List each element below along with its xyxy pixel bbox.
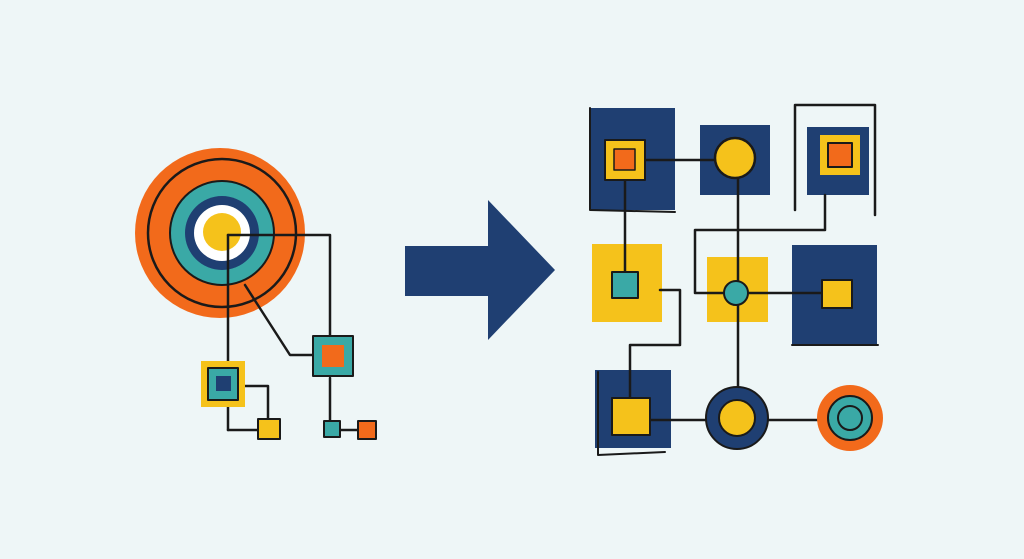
left-cluster (135, 148, 377, 440)
black-ring (146, 157, 298, 309)
right-arrow-icon (405, 200, 555, 340)
yellow-square (611, 397, 651, 436)
connector-line (226, 233, 332, 342)
orange-square (613, 148, 636, 171)
teal-square (312, 335, 354, 377)
navy-square (216, 376, 231, 391)
connector-line (693, 193, 827, 295)
teal-core (837, 405, 863, 431)
teal-square (611, 271, 639, 299)
yellow-core (203, 213, 241, 251)
connector-line (628, 288, 682, 402)
yellow-circle (713, 136, 757, 180)
yellow-circle (718, 399, 756, 437)
small-orange-square (357, 420, 377, 440)
sketch-line (597, 371, 666, 456)
teal-ring-outline (169, 180, 275, 286)
connector-line (243, 283, 317, 357)
small-teal-square (323, 420, 341, 438)
small-yellow-square (257, 418, 281, 440)
bracket-line (793, 103, 877, 217)
orange-square (322, 345, 344, 367)
orange-square (827, 142, 853, 168)
yellow-square (821, 279, 853, 309)
teal-circle (723, 280, 749, 306)
right-grid (589, 103, 883, 456)
sketch-line (589, 107, 676, 213)
